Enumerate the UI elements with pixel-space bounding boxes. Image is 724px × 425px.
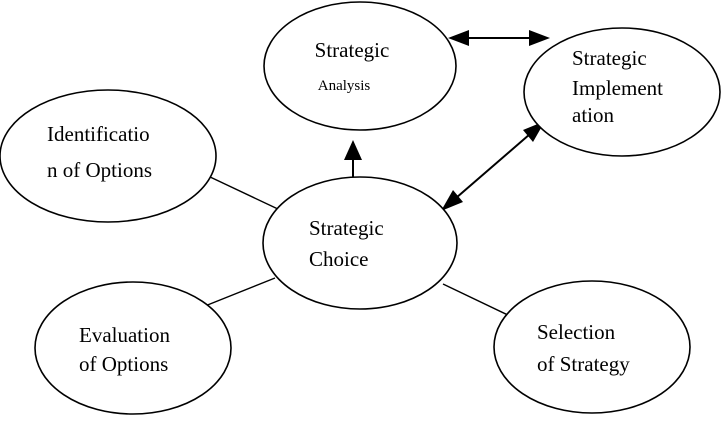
node-strategic-analysis-line1: Strategic <box>315 38 390 62</box>
double-arrow-analysis-implementation <box>448 30 550 46</box>
edge-choice-to-identification <box>207 175 281 211</box>
double-arrow-choice-implementation <box>441 121 545 211</box>
node-evaluation-of-options: Evaluation of Options <box>34 281 232 415</box>
node-identification-line2: n of Options <box>47 158 152 182</box>
node-evaluation-line2: of Options <box>79 352 168 376</box>
node-strategic-implementation: Strategic Implement ation <box>523 27 721 157</box>
node-strategic-implementation-line2: Implement <box>572 76 663 100</box>
node-identification-line1: Identificatio <box>47 122 150 146</box>
arrow-choice-to-analysis <box>344 140 362 178</box>
node-selection-line1: Selection <box>537 320 616 344</box>
node-strategic-choice-line1: Strategic <box>309 216 384 240</box>
node-strategic-choice: Strategic Choice <box>262 176 458 310</box>
edge-choice-to-evaluation <box>204 277 276 307</box>
node-strategic-implementation-line1: Strategic <box>572 46 647 70</box>
node-selection-of-strategy: Selection of Strategy <box>493 280 691 414</box>
node-strategic-implementation-line3: ation <box>572 103 614 127</box>
edge-choice-to-selection <box>442 283 513 318</box>
node-identification-of-options: Identificatio n of Options <box>0 89 217 223</box>
node-selection-line2: of Strategy <box>537 352 630 376</box>
node-evaluation-line1: Evaluation <box>79 323 170 347</box>
node-strategic-choice-line2: Choice <box>309 247 368 271</box>
node-strategic-analysis-line2: Analysis <box>318 78 371 94</box>
node-strategic-analysis: Strategic Analysis <box>263 1 457 131</box>
